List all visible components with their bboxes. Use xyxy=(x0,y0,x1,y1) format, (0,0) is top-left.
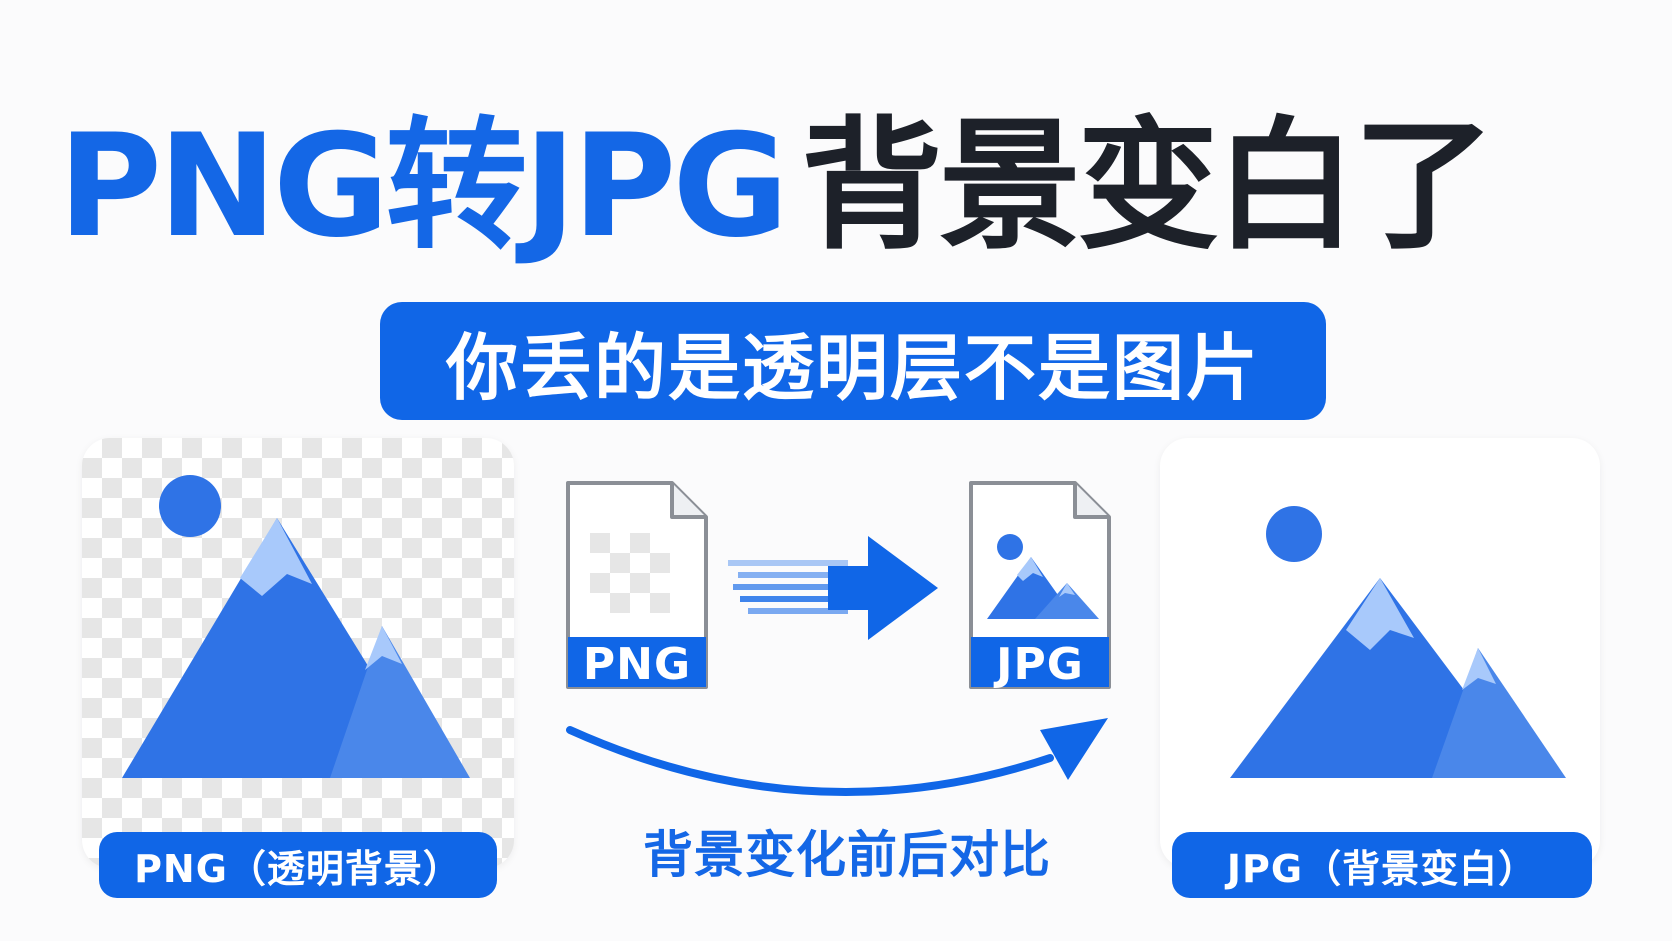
headline-title-blue: PNG转JPG xyxy=(58,104,789,269)
mountain-icon xyxy=(122,518,470,778)
sun-icon xyxy=(1266,506,1322,562)
png-file-icon: PNG xyxy=(562,477,712,693)
png-transparent-preview xyxy=(82,438,514,868)
comparison-caption: 背景变化前后对比 xyxy=(643,826,1051,884)
mountain-icon xyxy=(1230,578,1566,778)
jpg-file-icon: JPG xyxy=(965,477,1115,693)
png-file-label: PNG xyxy=(582,638,692,690)
headline-title-dark: 背景变白了 xyxy=(800,104,1495,269)
headline-title: PNG转JPG 背景变白了 xyxy=(58,92,1618,282)
white-background-image-icon xyxy=(1230,506,1566,778)
curved-arrow-icon xyxy=(566,718,1108,797)
transparent-image-icon xyxy=(122,475,470,778)
jpg-label-pill: JPG（背景变白） xyxy=(1172,832,1592,898)
subtitle-text: 你丢的是透明层不是图片 xyxy=(445,325,1260,410)
png-label-pill: PNG（透明背景） xyxy=(99,832,497,898)
subtitle-banner: 你丢的是透明层不是图片 xyxy=(380,302,1326,420)
jpg-file-label: JPG xyxy=(996,638,1084,690)
jpg-white-preview xyxy=(1160,438,1600,868)
convert-arrow-icon xyxy=(728,536,938,640)
sun-icon xyxy=(159,475,221,537)
